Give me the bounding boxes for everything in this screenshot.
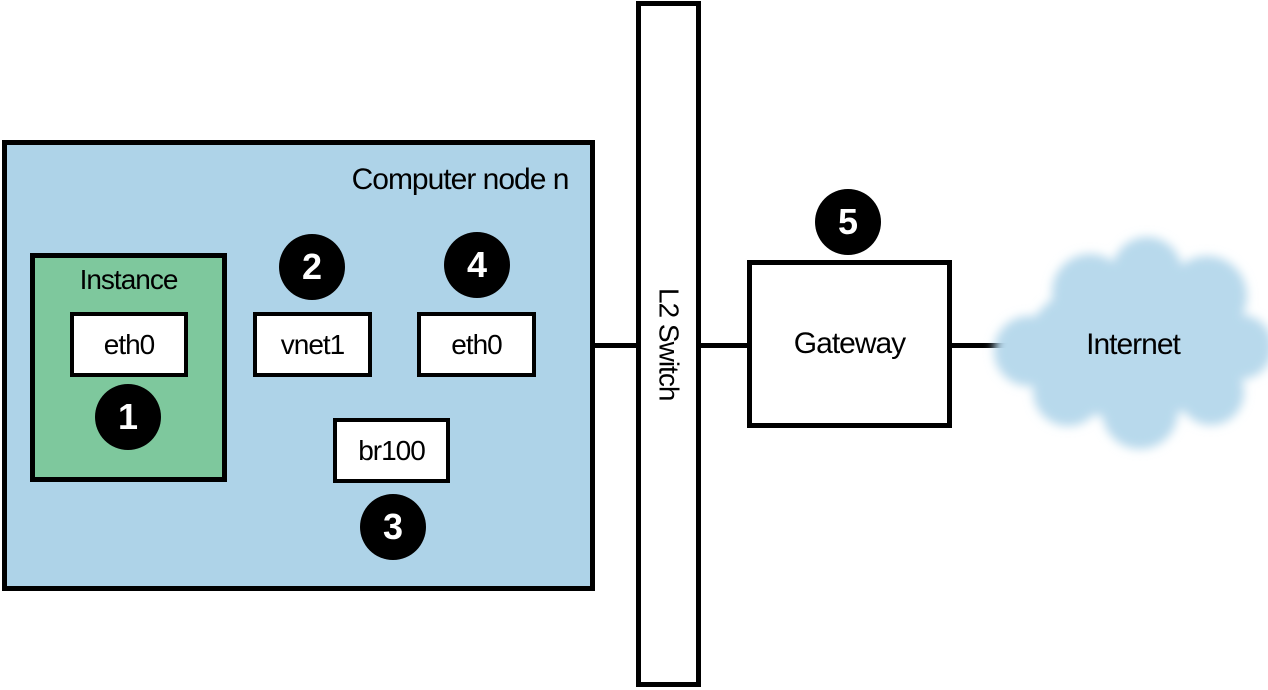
l2-switch-box: L2 Switch xyxy=(636,1,701,687)
internet-cloud xyxy=(994,237,1268,449)
internet-label: Internet xyxy=(1086,328,1181,361)
host-eth0-box: eth0 xyxy=(417,312,536,377)
gateway-box: Gateway xyxy=(747,260,952,428)
step-badge-3: 3 xyxy=(360,494,426,560)
br100-bridge-box: br100 xyxy=(333,418,450,483)
step-badge-2: 2 xyxy=(279,234,345,300)
step-badge-4: 4 xyxy=(444,232,510,298)
instance-label: Instance xyxy=(79,264,179,295)
vnet1-box: vnet1 xyxy=(253,312,372,377)
step-badge-5: 5 xyxy=(815,189,881,255)
step-badge-1: 1 xyxy=(95,384,161,450)
link-l2switch-to-gateway xyxy=(701,343,747,348)
link-gateway-to-internet xyxy=(952,343,1022,348)
l2-switch-label: L2 Switch xyxy=(653,287,685,401)
instance-eth0-box: eth0 xyxy=(70,312,188,377)
compute-node-label: Computer node n xyxy=(351,163,570,196)
